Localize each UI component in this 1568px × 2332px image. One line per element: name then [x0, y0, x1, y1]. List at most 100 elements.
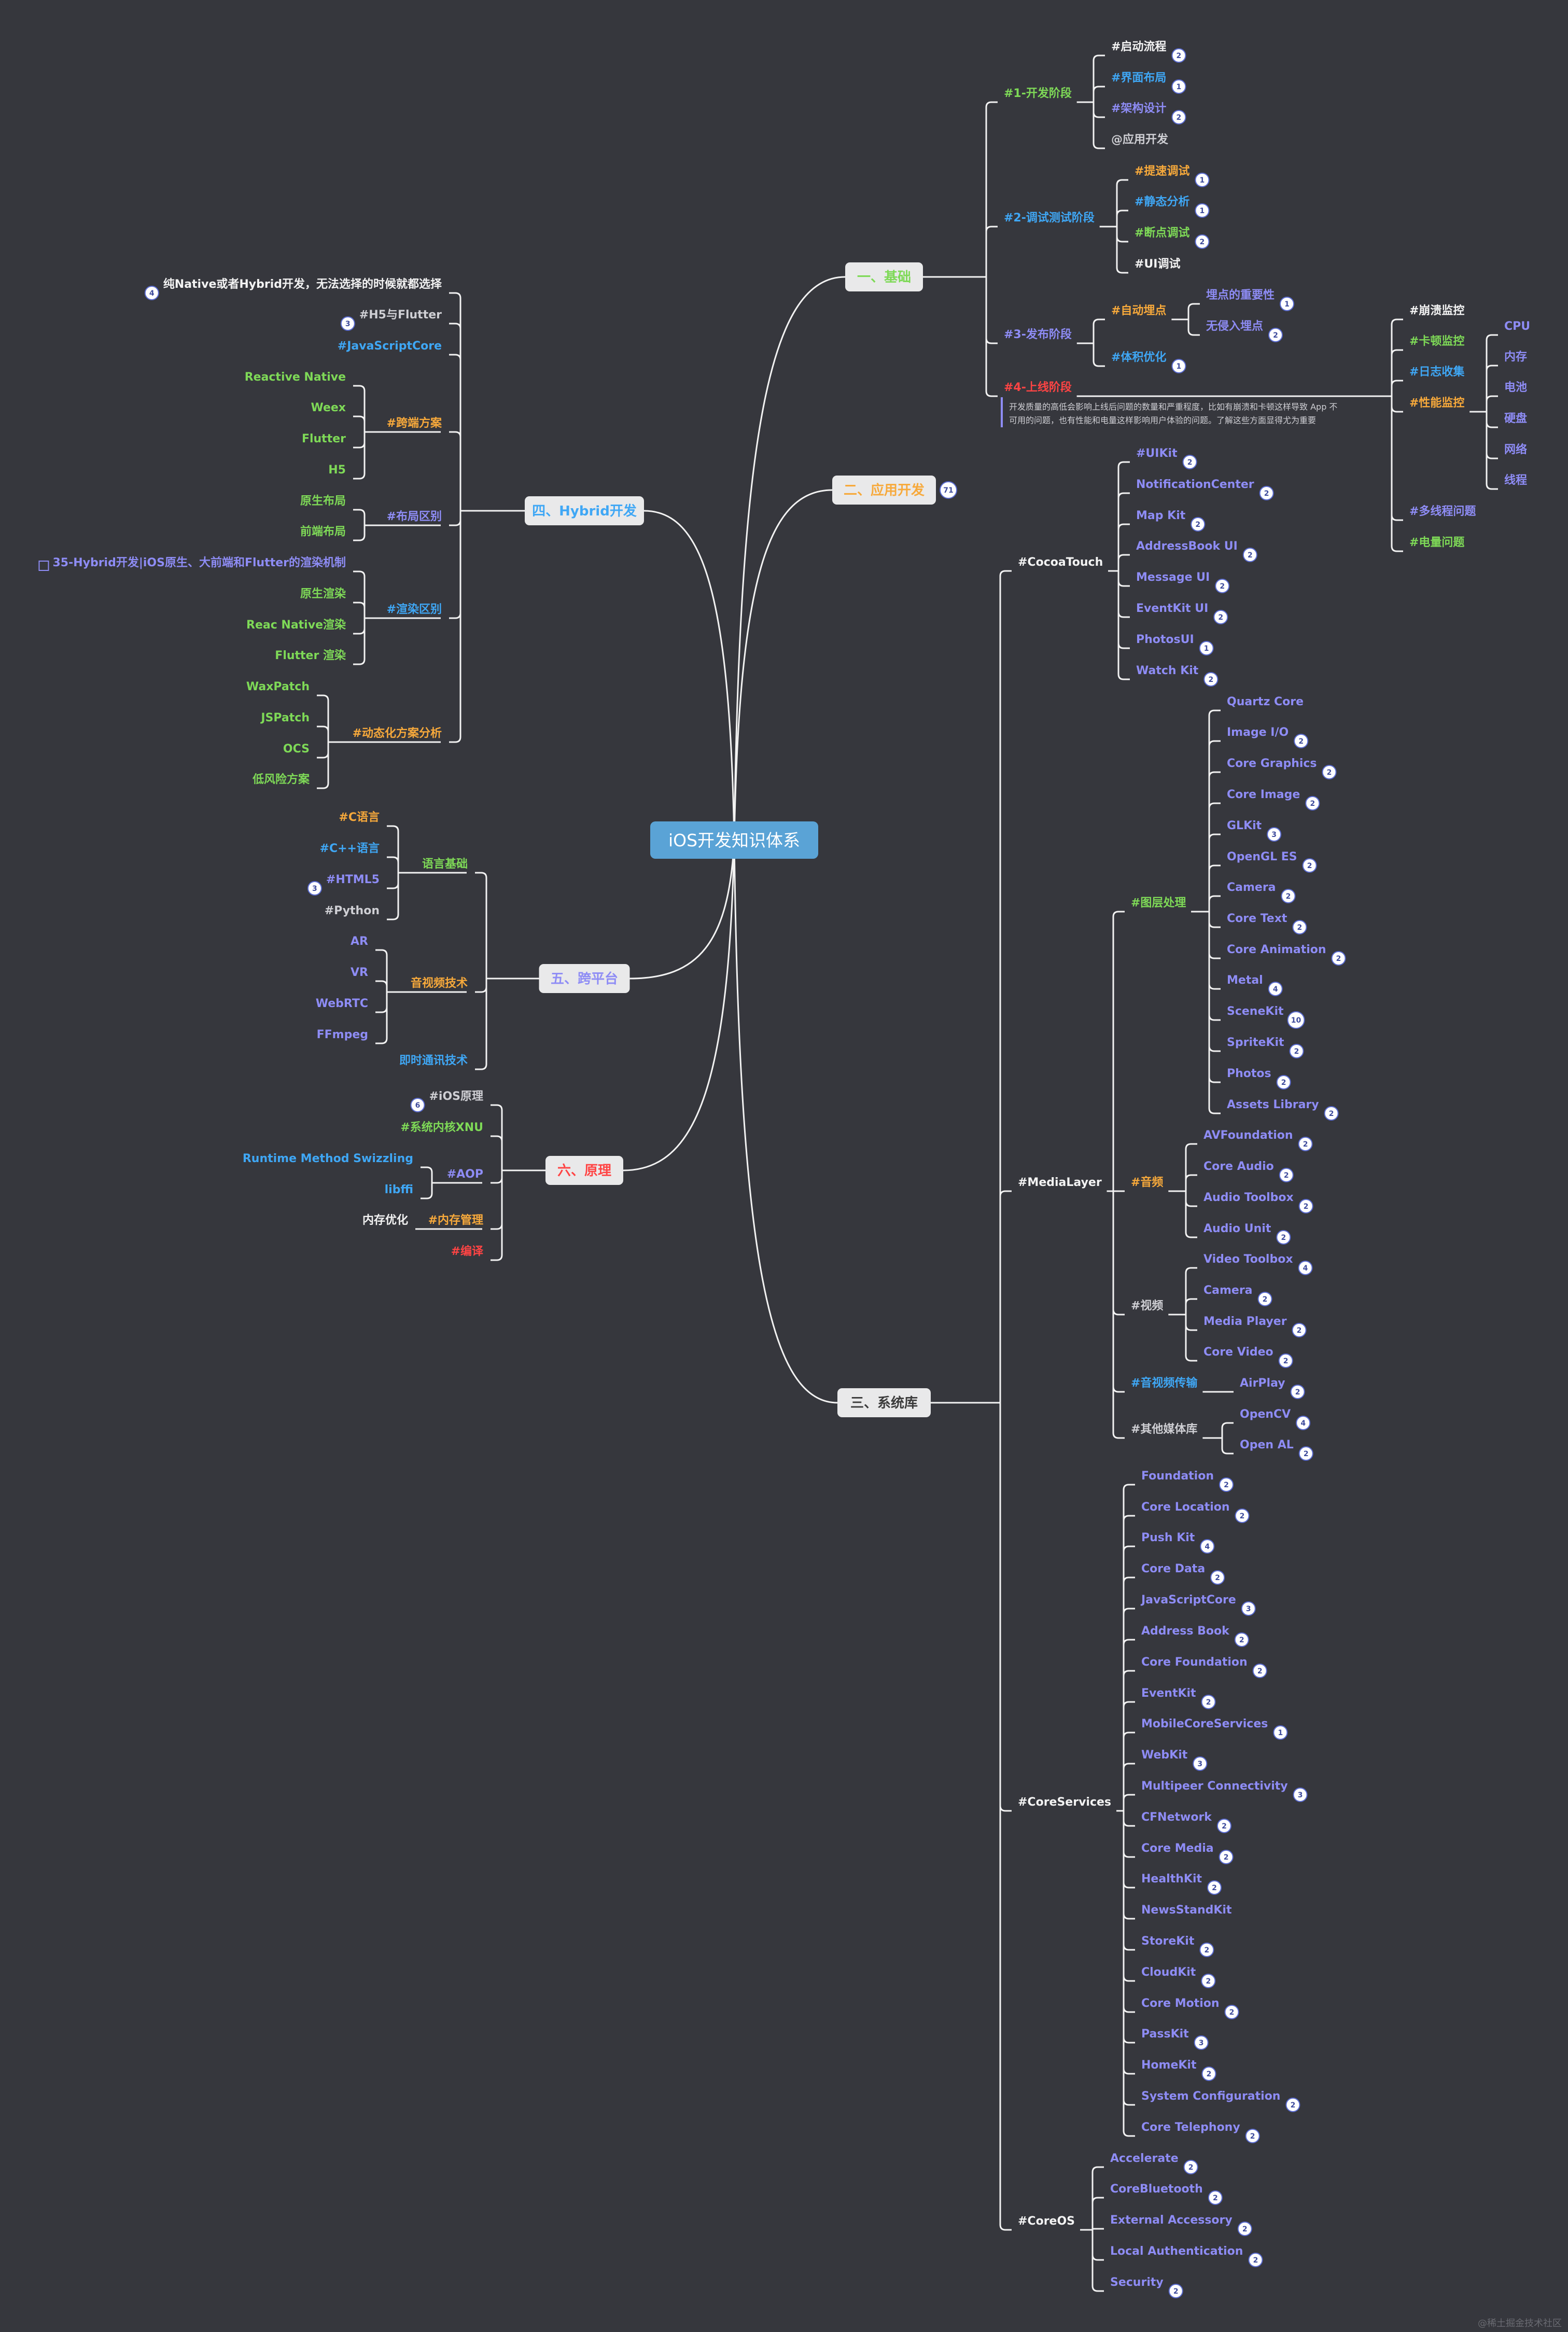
node-n402[interactable]: #卡顿监控 — [1409, 334, 1464, 348]
count-badge[interactable]: 2 — [1259, 486, 1274, 500]
count-badge[interactable]: 10 — [1287, 1011, 1305, 1029]
node-r41[interactable]: 内存优化 — [362, 1213, 408, 1227]
count-badge[interactable]: 2 — [1182, 455, 1197, 469]
count-badge[interactable]: 2 — [1171, 110, 1186, 124]
node-ct4[interactable]: AddressBook UI2 — [1136, 540, 1257, 562]
count-badge[interactable]: 71 — [940, 481, 957, 499]
node-p14[interactable]: #Python — [325, 904, 380, 917]
count-badge[interactable]: 2 — [1201, 2066, 1216, 2081]
node-r3[interactable]: #AOP — [447, 1168, 483, 1181]
count-badge[interactable]: 2 — [1168, 2284, 1183, 2298]
count-badge[interactable]: 2 — [1305, 796, 1320, 811]
count-badge[interactable]: 2 — [1207, 1880, 1222, 1895]
count-badge[interactable]: 2 — [1292, 1323, 1307, 1337]
node-s1[interactable]: #1-开发阶段 — [1004, 87, 1072, 100]
count-badge[interactable]: 2 — [1171, 48, 1186, 63]
count-badge[interactable]: 2 — [1203, 672, 1219, 687]
node-h44[interactable]: H5 — [328, 464, 346, 477]
node-c4[interactable]: #CoreOS — [1018, 2215, 1075, 2228]
node-h64[interactable]: Flutter 渲染 — [275, 649, 346, 662]
count-badge[interactable]: 2 — [1242, 548, 1257, 562]
node-n4045[interactable]: 网络 — [1504, 443, 1527, 456]
count-badge[interactable]: 2 — [1298, 1446, 1313, 1461]
count-badge[interactable]: 2 — [1294, 734, 1309, 748]
node-m1[interactable]: #图层处理 — [1131, 896, 1186, 910]
count-badge[interactable]: 2 — [1285, 2098, 1300, 2112]
count-badge[interactable]: 2 — [1279, 1168, 1294, 1182]
node-b3[interactable]: 三、系统库 — [837, 1388, 931, 1417]
node-b5[interactable]: 五、跨平台 — [539, 964, 630, 993]
node-n4043[interactable]: 电池 — [1504, 381, 1527, 394]
node-n401[interactable]: #崩溃监控 — [1409, 304, 1464, 317]
count-badge[interactable]: 2 — [1213, 610, 1228, 624]
count-badge[interactable]: 2 — [1281, 889, 1296, 903]
node-n4044[interactable]: 硬盘 — [1504, 412, 1527, 425]
count-badge[interactable]: 2 — [1183, 2160, 1198, 2174]
node-h41[interactable]: Reactive Native — [245, 371, 346, 384]
node-c3[interactable]: #CoreServices — [1018, 1796, 1111, 1809]
count-badge[interactable]: 1 — [1171, 359, 1186, 373]
node-h4[interactable]: #跨端方案 — [387, 416, 442, 430]
count-badge[interactable]: 2 — [1276, 1075, 1291, 1090]
node-ct5[interactable]: Message UI2 — [1136, 571, 1230, 593]
node-m106[interactable]: OpenGL ES2 — [1227, 850, 1317, 873]
count-badge[interactable]: 3 — [1241, 1601, 1256, 1616]
node-h43[interactable]: Flutter — [302, 432, 346, 445]
node-n4042[interactable]: 内存 — [1504, 350, 1527, 364]
count-badge[interactable]: 2 — [1292, 920, 1307, 934]
node-n405[interactable]: #多线程问题 — [1409, 505, 1476, 518]
node-h74[interactable]: 低风险方案 — [252, 773, 310, 786]
count-badge[interactable]: 3 — [1267, 827, 1282, 842]
count-badge[interactable]: 1 — [1195, 173, 1210, 187]
node-h42[interactable]: Weex — [311, 401, 346, 414]
count-badge[interactable]: 4 — [1298, 1261, 1313, 1275]
count-badge[interactable]: 2 — [1298, 1137, 1313, 1151]
node-b6[interactable]: 六、原理 — [545, 1156, 623, 1185]
node-p24[interactable]: FFmpeg — [317, 1028, 368, 1041]
node-c2[interactable]: #MediaLayer — [1018, 1176, 1102, 1189]
node-p23[interactable]: WebRTC — [316, 997, 368, 1010]
node-r5[interactable]: #编译 — [451, 1245, 484, 1258]
count-badge[interactable]: 2 — [1268, 328, 1283, 342]
node-n403[interactable]: #日志收集 — [1409, 365, 1465, 379]
count-badge[interactable]: 2 — [1278, 1353, 1293, 1368]
node-p21[interactable]: AR — [351, 935, 368, 948]
count-badge[interactable]: 1 — [1280, 297, 1295, 311]
count-badge[interactable]: 3 — [1293, 1788, 1308, 1802]
